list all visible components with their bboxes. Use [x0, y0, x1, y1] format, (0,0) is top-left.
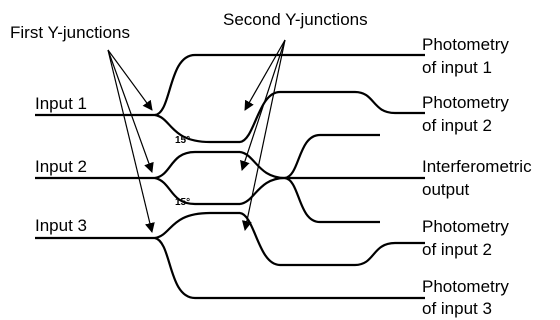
angle-label-2: 15°	[175, 197, 190, 208]
interferometric-combiner-upper	[284, 133, 380, 180]
input-3-combiner-branch	[154, 211, 240, 240]
input-1-photometry-branch	[154, 53, 425, 117]
output-photometry-1: Photometry of input 1	[422, 35, 509, 77]
first-y-junction-arrows	[107, 49, 155, 233]
output-1-line-2: of input 1	[422, 58, 492, 77]
output-photometry-3: Photometry of input 3	[422, 277, 509, 318]
arrow-second-1	[244, 39, 286, 111]
second-junction-1-top	[239, 90, 425, 144]
interferometric-combiner-lower	[284, 176, 380, 224]
output-5-line-1: Photometry	[422, 277, 509, 296]
arrow-second-3	[241, 39, 286, 231]
arrow-second-2	[240, 39, 286, 171]
output-interferometric: Interferometric output	[422, 157, 532, 199]
second-y-junctions-label: Second Y-junctions	[223, 10, 368, 29]
output-5-line-2: of input 3	[422, 299, 492, 318]
output-photometry-2: Photometry of input 2	[422, 93, 509, 135]
output-3-line-2: output	[422, 180, 470, 199]
input-1-label: Input 1	[35, 94, 87, 113]
output-2-line-1: Photometry	[422, 93, 509, 112]
second-y-junction-arrows	[240, 39, 286, 231]
input-2-label: Input 2	[35, 157, 87, 176]
second-junction-2-bottom	[239, 211, 425, 267]
angle-label-1: 15°	[175, 135, 190, 146]
input-3-label: Input 3	[35, 216, 87, 235]
arrow-first-3	[107, 49, 155, 233]
output-2-line-2: of input 2	[422, 116, 492, 135]
input-3-photometry-branch	[154, 236, 425, 300]
second-junction-2-top	[239, 176, 286, 206]
output-1-line-1: Photometry	[422, 35, 509, 54]
output-4-line-1: Photometry	[422, 217, 509, 236]
first-y-junctions-label: First Y-junctions	[10, 23, 130, 42]
second-junction-1-bottom	[239, 150, 425, 180]
input-2-lower-branch	[154, 176, 240, 206]
output-photometry-2b: Photometry of input 2	[422, 217, 509, 259]
output-4-line-2: of input 2	[422, 240, 492, 259]
output-3-line-1: Interferometric	[422, 157, 532, 176]
input-1-combiner-branch	[154, 113, 240, 144]
arrow-first-2	[107, 49, 154, 173]
waveguides	[35, 53, 425, 300]
arrow-first-1	[107, 49, 153, 111]
input-2-upper-branch	[154, 150, 240, 180]
